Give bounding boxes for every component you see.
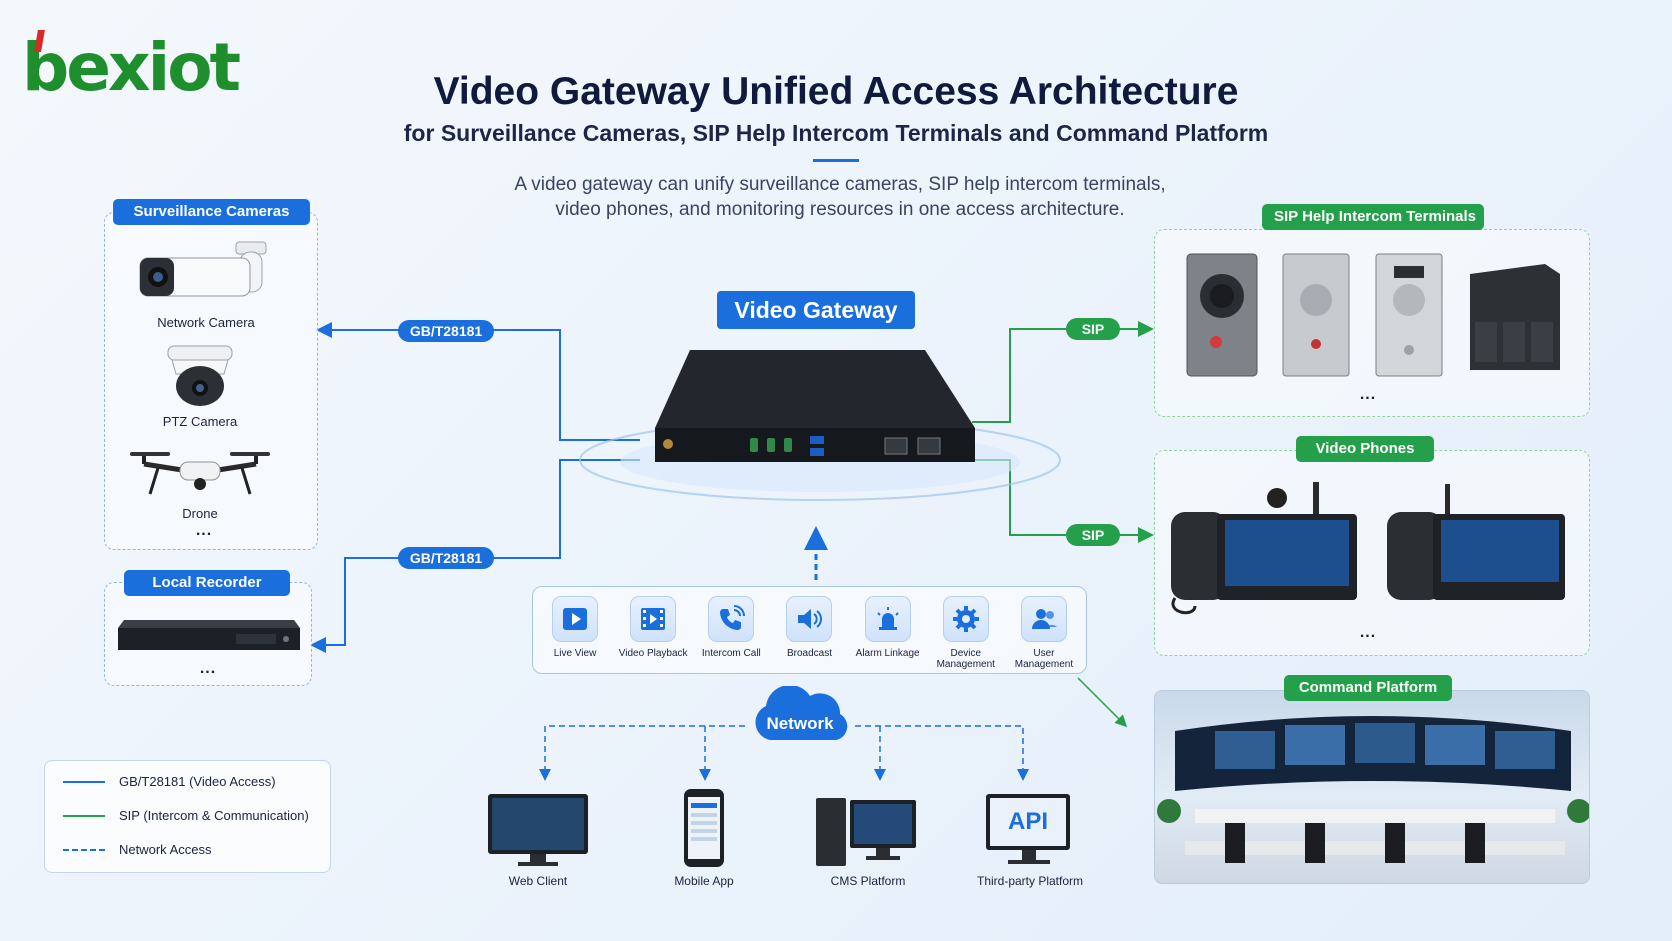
function-live-view: Live View (536, 596, 614, 670)
logo-text: bexiot (22, 29, 241, 106)
net-line-cms (855, 725, 1029, 781)
legend-item-sip: SIP (Intercom & Communication) (63, 808, 309, 823)
legend-item-gb: GB/T28181 (Video Access) (63, 774, 276, 789)
ptz-camera-icon (167, 345, 233, 406)
users-icon (1020, 596, 1067, 642)
function-video-playback: Video Playback (614, 596, 692, 670)
network-cloud-icon (755, 686, 848, 740)
function-alarm-linkage: Alarm Linkage (849, 596, 927, 670)
title-divider (813, 159, 859, 162)
function-label: Alarm Linkage (855, 648, 920, 659)
brand-logo: bexiot (22, 28, 262, 108)
camera-label-drone: Drone (182, 506, 218, 521)
legend-item-network: Network Access (63, 842, 211, 857)
recorder-icon (118, 620, 300, 650)
client-label-mobile: Mobile App (674, 874, 734, 888)
function-label: Broadcast (786, 648, 832, 659)
alarm-icon (864, 596, 911, 642)
gateway-title: Video Gateway (717, 291, 915, 329)
command-platform-image (1154, 690, 1590, 884)
legend-label-sip: SIP (Intercom & Communication) (119, 808, 309, 823)
network-camera-icon (139, 241, 267, 297)
intercom-title: SIP Help Intercom Terminals (1262, 204, 1484, 230)
protocol-sip-1: SIP (1066, 318, 1120, 340)
recorder-more: ... (199, 660, 217, 677)
video-gateway-device (579, 350, 1061, 501)
function-label: Device Management (936, 648, 995, 670)
command-title: Command Platform (1284, 675, 1452, 701)
legend-swatch-gb (63, 780, 105, 783)
legend-label-gb: GB/T28181 (Video Access) (119, 774, 276, 789)
video-phone-devices (1171, 482, 1565, 615)
cms-platform-icon (816, 798, 916, 866)
api-screen-text: API (990, 798, 1066, 846)
command-room-scene (1157, 716, 1589, 863)
gear-icon (942, 596, 989, 642)
page-description: A video gateway can unify surveillance c… (440, 172, 1240, 222)
intercom-devices (1186, 253, 1560, 377)
cameras-more: ... (195, 522, 213, 539)
third-party-api-icon: API (986, 794, 1070, 850)
function-label: Video Playback (618, 648, 688, 659)
legend: GB/T28181 (Video Access) SIP (Intercom &… (44, 760, 331, 873)
description-line-1: A video gateway can unify surveillance c… (514, 174, 1166, 195)
protocol-sip-2: SIP (1066, 524, 1120, 546)
functions-row: Live View Video Playback Intercom Call B… (532, 596, 1087, 670)
camera-label-ptz: PTZ Camera (162, 414, 238, 429)
legend-swatch-network (63, 848, 105, 851)
mobile-app-icon (684, 789, 724, 867)
drone-icon (130, 452, 270, 495)
web-client-icon (488, 794, 588, 866)
play-icon (552, 596, 598, 642)
function-label: Live View (553, 648, 597, 659)
api-monitor-stand (1022, 850, 1036, 860)
function-device-management: Device Management (927, 596, 1005, 670)
cameras-title: Surveillance Cameras (113, 199, 310, 225)
page-title: Video Gateway Unified Access Architectur… (433, 70, 1239, 113)
protocol-gb-1: GB/T28181 (398, 320, 494, 342)
client-label-third-party: Third-party Platform (976, 874, 1084, 888)
phones-more: ... (1359, 624, 1377, 641)
function-intercom-call: Intercom Call (692, 596, 770, 670)
phones-title: Video Phones (1296, 436, 1434, 462)
phone-icon (708, 596, 755, 642)
page-subtitle: for Surveillance Cameras, SIP Help Inter… (403, 120, 1269, 146)
intercom-more: ... (1359, 386, 1377, 403)
description-line-2: video phones, and monitoring resources i… (555, 199, 1125, 220)
legend-swatch-sip (63, 814, 105, 817)
film-icon (630, 596, 677, 642)
command-arrow (1077, 677, 1128, 728)
protocol-gb-2: GB/T28181 (398, 547, 494, 569)
function-broadcast: Broadcast (770, 596, 848, 670)
legend-label-network: Network Access (119, 842, 212, 857)
net-line-web (539, 725, 745, 781)
function-user-management: User Management (1005, 596, 1083, 670)
api-monitor-base (1008, 860, 1050, 864)
client-label-cms: CMS Platform (830, 874, 906, 888)
function-label: Intercom Call (701, 648, 761, 659)
speaker-icon (786, 596, 833, 642)
client-label-web: Web Client (508, 874, 568, 888)
recorder-title: Local Recorder (124, 570, 290, 596)
function-label: User Management (1014, 648, 1074, 670)
camera-label-network: Network Camera (157, 315, 255, 330)
network-label: Network (766, 714, 834, 733)
